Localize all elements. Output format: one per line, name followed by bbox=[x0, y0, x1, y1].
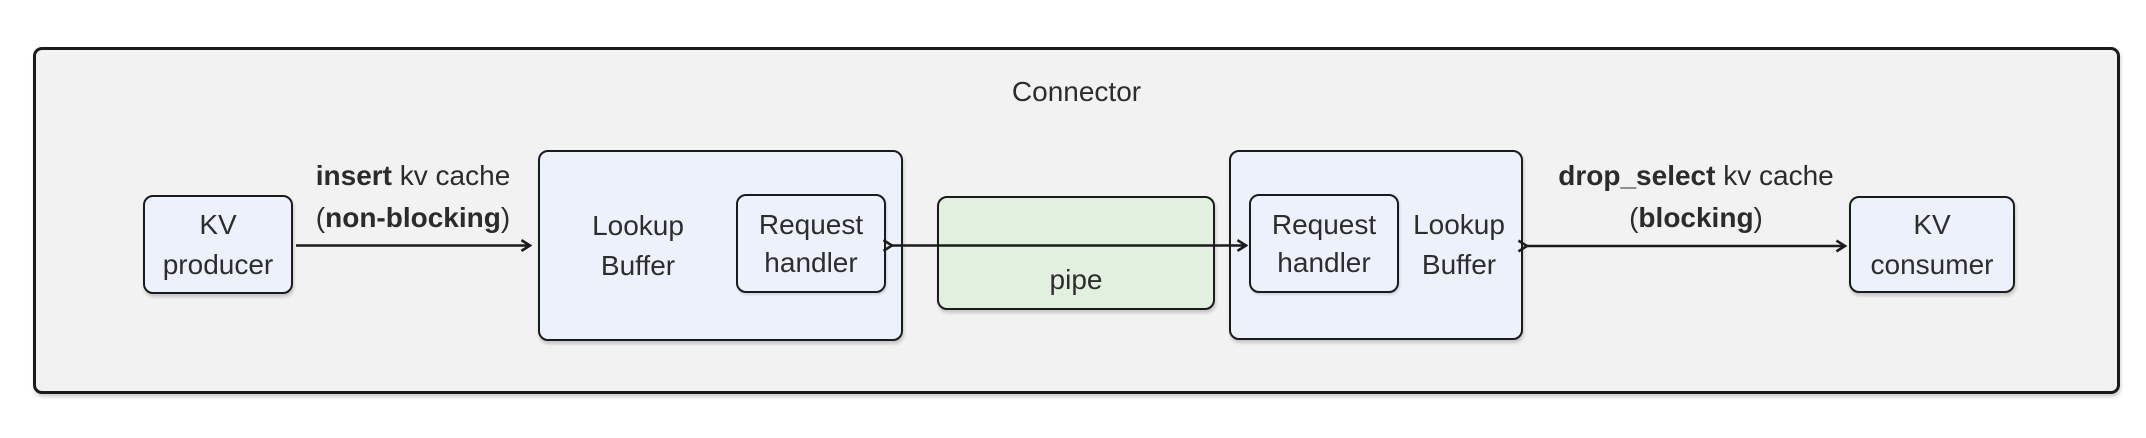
insert-edge-label-line2: (non-blocking) bbox=[315, 202, 511, 233]
insert-edge-label: insert kv cache (non-blocking) bbox=[316, 155, 511, 239]
request-handler-left-node: Request handler bbox=[736, 194, 886, 293]
kv-consumer-label-line1: KV bbox=[1913, 208, 1951, 240]
lookup-buffer-right-line1: Lookup bbox=[1413, 209, 1505, 240]
drop-select-keyword: drop_select bbox=[1558, 160, 1716, 191]
request-handler-right-line1: Request bbox=[1271, 208, 1377, 240]
kv-consumer-label-line2: consumer bbox=[1870, 248, 1994, 280]
drop-select-edge-label-line1: drop_select kv cache bbox=[1558, 155, 1833, 197]
request-handler-right-line2: handler bbox=[1277, 246, 1371, 278]
lookup-buffer-right-node: Request handler Lookup Buffer bbox=[1229, 150, 1523, 340]
request-handler-left-line1: Request bbox=[758, 208, 864, 240]
kv-producer-label-line2: producer bbox=[162, 248, 274, 280]
lookup-buffer-left-line1: Lookup bbox=[592, 209, 684, 241]
blocking-keyword: blocking bbox=[1638, 202, 1754, 233]
pipe-label: pipe bbox=[1049, 264, 1103, 295]
pipe-node: pipe bbox=[937, 196, 1215, 310]
lookup-buffer-right-label: Lookup Buffer bbox=[1397, 152, 1521, 338]
drop-select-rest-text: kv cache bbox=[1715, 160, 1834, 191]
request-handler-right-node: Request handler bbox=[1249, 194, 1399, 293]
lookup-buffer-right-line2: Buffer bbox=[1421, 249, 1497, 280]
drop-select-edge-label: drop_select kv cache (blocking) bbox=[1558, 155, 1833, 239]
non-blocking-keyword: non-blocking bbox=[325, 202, 501, 233]
kv-producer-node: KV producer bbox=[143, 195, 293, 294]
lookup-buffer-left-node: Lookup Buffer Request handler bbox=[538, 150, 903, 341]
insert-rest-text: kv cache bbox=[391, 160, 511, 191]
connector-title: Connector bbox=[1011, 76, 1142, 107]
kv-consumer-node: KV consumer bbox=[1849, 196, 2015, 293]
insert-edge-label-line1: insert kv cache bbox=[316, 155, 511, 197]
request-handler-left-line2: handler bbox=[764, 246, 858, 278]
kv-producer-label-line1: KV bbox=[199, 208, 237, 240]
insert-keyword: insert bbox=[315, 160, 392, 191]
drop-select-edge-label-line2: (blocking) bbox=[1629, 202, 1763, 233]
lookup-buffer-left-label: Lookup Buffer bbox=[540, 152, 736, 339]
lookup-buffer-left-line2: Buffer bbox=[600, 249, 676, 281]
